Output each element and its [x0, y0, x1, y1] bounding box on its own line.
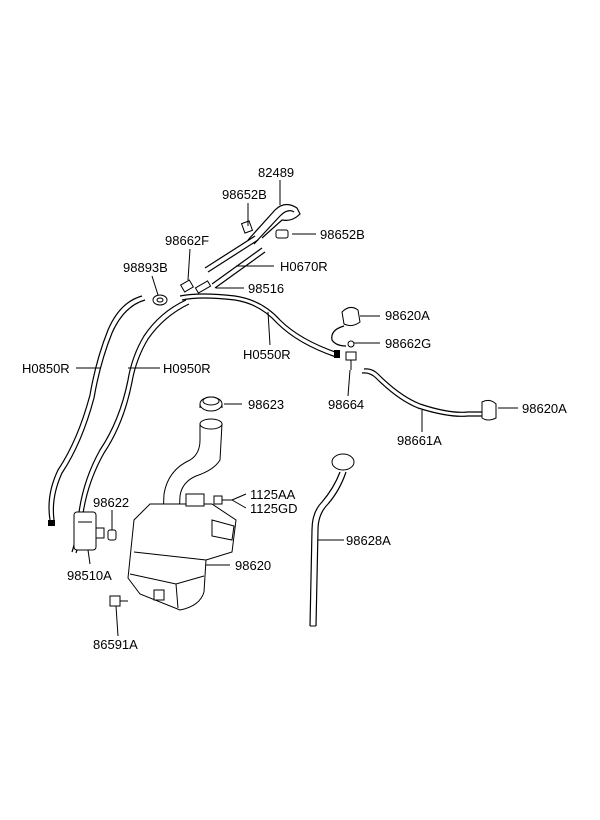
label-98662g: 98662G — [385, 336, 431, 351]
nozzle-98620a-upper — [331, 306, 361, 348]
hose-h0550r — [179, 293, 340, 358]
label-98622: 98622 — [93, 495, 129, 510]
label-98662f: 98662F — [165, 233, 209, 248]
label-98623: 98623 — [248, 397, 284, 412]
label-98510a: 98510A — [67, 568, 112, 583]
label-h0550r: H0550R — [243, 347, 291, 362]
label-98652b-right: 98652B — [320, 227, 365, 242]
connector-82489 — [240, 203, 301, 245]
label-h0850r: H0850R — [22, 361, 70, 376]
grommet-98622 — [107, 529, 117, 541]
label-98652b-top: 98652B — [222, 187, 267, 202]
part-labels: 82489 98652B 98652B 98662F 98893B H0670R… — [22, 165, 567, 652]
label-98893b: 98893B — [123, 260, 168, 275]
cap-98623 — [199, 396, 223, 412]
nozzle-98620a-right — [481, 399, 497, 421]
label-1125aa: 1125AA — [250, 487, 296, 502]
label-98664: 98664 — [328, 397, 364, 412]
label-98620a-upper: 98620A — [385, 308, 430, 323]
bolt-86591a — [109, 595, 128, 607]
label-98628a: 98628A — [346, 533, 391, 548]
label-98516: 98516 — [248, 281, 284, 296]
label-h0670r: H0670R — [280, 259, 328, 274]
leader-lines — [76, 180, 518, 637]
gauge-98628a — [309, 453, 355, 627]
hose-h0850r — [48, 295, 146, 526]
label-86591a: 86591A — [93, 637, 138, 652]
pump-98510a — [73, 511, 105, 551]
label-1125gd: 1125GD — [250, 501, 297, 516]
label-98620a-right: 98620A — [522, 401, 567, 416]
hose-98661a — [361, 368, 486, 417]
bolt-1125aa — [213, 495, 232, 505]
connector-98662f — [179, 279, 212, 294]
label-82489: 82489 — [258, 165, 294, 180]
label-h0950r: H0950R — [163, 361, 211, 376]
label-98620: 98620 — [235, 558, 271, 573]
grommet-98893b — [152, 294, 168, 306]
connector-98664 — [345, 351, 357, 370]
reservoir-98620 — [127, 418, 237, 611]
label-98661a: 98661A — [397, 433, 442, 448]
